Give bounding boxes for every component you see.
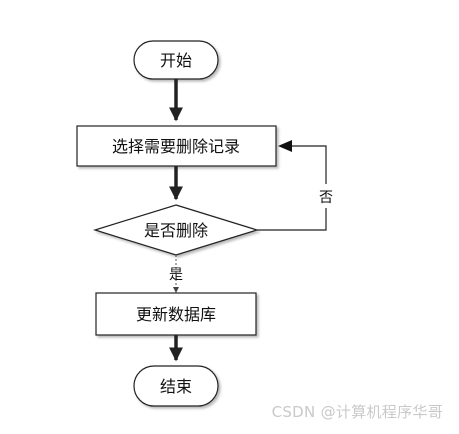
start-node: 开始	[133, 40, 219, 80]
update-database-node: 更新数据库	[95, 292, 257, 336]
update-database-label: 更新数据库	[136, 305, 216, 324]
select-record-node: 选择需要删除记录	[76, 125, 277, 167]
edge-no-loop: 否	[257, 140, 336, 231]
delete-decision-node: 是否删除	[92, 204, 260, 256]
end-node: 结束	[133, 365, 219, 407]
start-node-label: 开始	[160, 51, 192, 70]
end-node-label: 结束	[160, 377, 192, 396]
csdn-watermark: CSDN @计算机程序华哥	[271, 403, 443, 421]
no-arrowhead	[278, 140, 292, 152]
no-edge-label: 否	[319, 190, 333, 206]
select-record-label: 选择需要删除记录	[112, 137, 240, 156]
delete-decision-label: 是否删除	[144, 221, 208, 240]
edge-yes-to-update: 是	[169, 255, 183, 293]
yes-edge-label: 是	[169, 267, 183, 283]
